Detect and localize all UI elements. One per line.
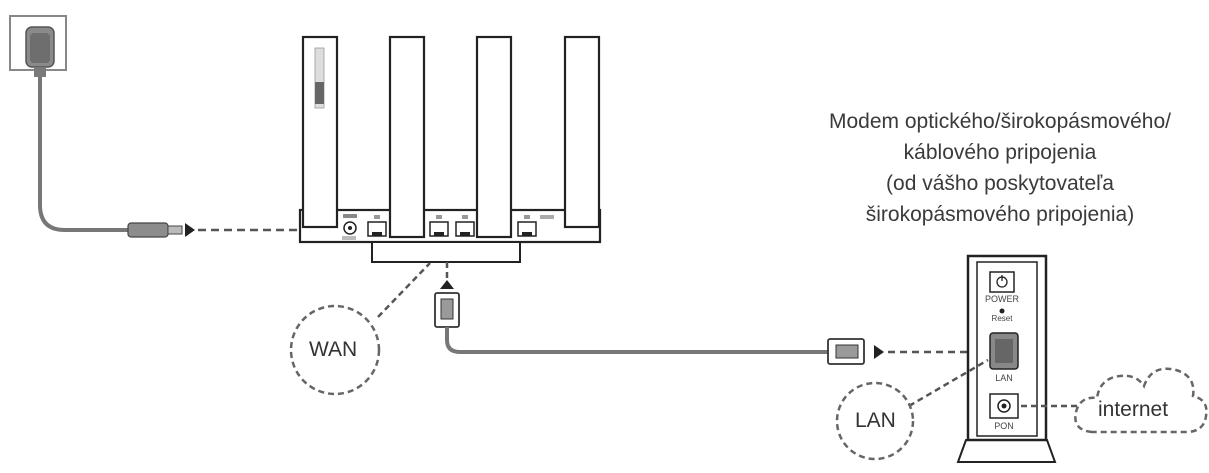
antenna-3 [475,35,513,239]
wan-label: WAN [309,338,358,361]
dc-plug [127,222,169,238]
lan-callout [835,358,989,461]
modem-caption: Modem optického/širokopásmového/ káblové… [790,106,1209,230]
modem-caption-line-2: káblového pripojenia [903,141,1097,164]
router-port-lan-1 [367,215,387,237]
modem-power-button [989,271,1015,293]
modem-caption-line-3: (od vášho poskytovateľa [886,172,1114,195]
router-port-wan [517,215,554,237]
power-adapter [9,15,345,238]
arrow-up-icon [440,280,454,289]
modem [956,254,1057,463]
modem-power-label: POWER [984,294,1019,304]
router-port-lan-2 [429,215,449,237]
antenna-4 [563,35,601,229]
modem-reset-label: Reset [991,314,1013,323]
modem-base [956,439,1057,463]
modem-pon-label: PON [994,421,1014,431]
reset-button [999,308,1005,314]
antenna-2 [388,35,426,239]
wan-connection [434,262,988,365]
arrow-icon [185,223,195,237]
internet-label: internet [1098,398,1169,421]
ethernet-cable [445,327,830,354]
internet-callout [1021,367,1208,434]
wan-callout [289,262,431,396]
arrow-right-icon [874,345,884,359]
cloud-icon [1074,367,1208,434]
router [298,35,602,263]
lan-bubble [835,381,915,461]
router-port-lan-3 [455,215,475,237]
modem-lan-label: LAN [995,373,1013,383]
router-stand [371,241,521,263]
router-button [342,236,356,240]
power-cable [38,77,130,232]
modem-caption-line-1: Modem optického/širokopásmového/ [828,110,1171,133]
modem-caption-line-4: širokopásmového pripojenia) [865,203,1135,226]
wan-bubble [289,304,381,396]
lan-label: LAN [855,409,896,432]
